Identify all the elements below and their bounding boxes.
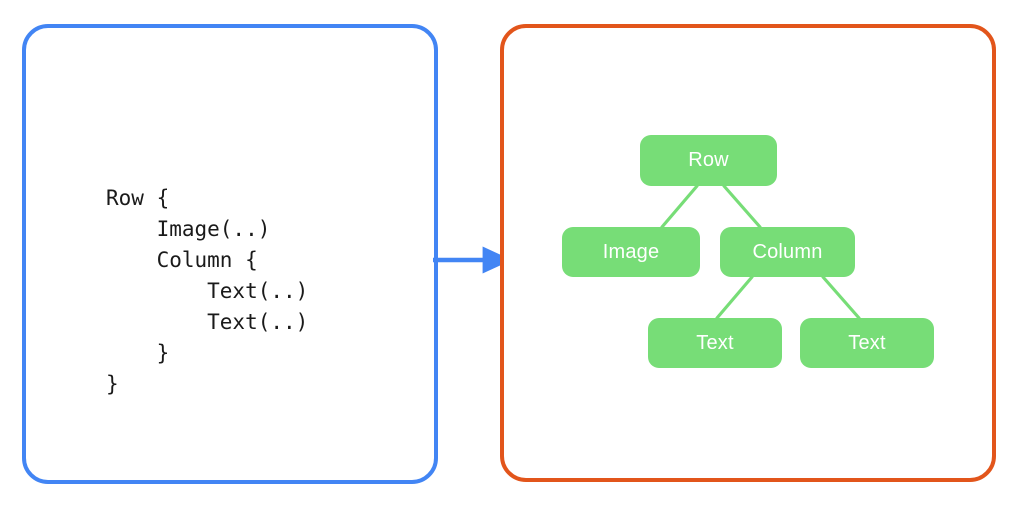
tree-node-image[interactable]: Image <box>562 227 700 277</box>
tree-node-label: Text <box>848 331 886 354</box>
code-panel: Row { Image(..) Column { Text(..) Text(.… <box>22 24 438 484</box>
tree-node-text1[interactable]: Text <box>648 318 782 368</box>
tree-node-text2[interactable]: Text <box>800 318 934 368</box>
tree-node-column[interactable]: Column <box>720 227 855 277</box>
flow-arrow <box>433 246 512 274</box>
tree-node-label: Text <box>696 331 734 354</box>
tree-node-label: Column <box>752 240 823 263</box>
code-snippet: Row { Image(..) Column { Text(..) Text(.… <box>106 186 309 396</box>
tree-node-label: Row <box>688 149 729 171</box>
tree-node-label: Image <box>602 240 660 263</box>
tree-node-row[interactable]: Row <box>640 135 777 186</box>
